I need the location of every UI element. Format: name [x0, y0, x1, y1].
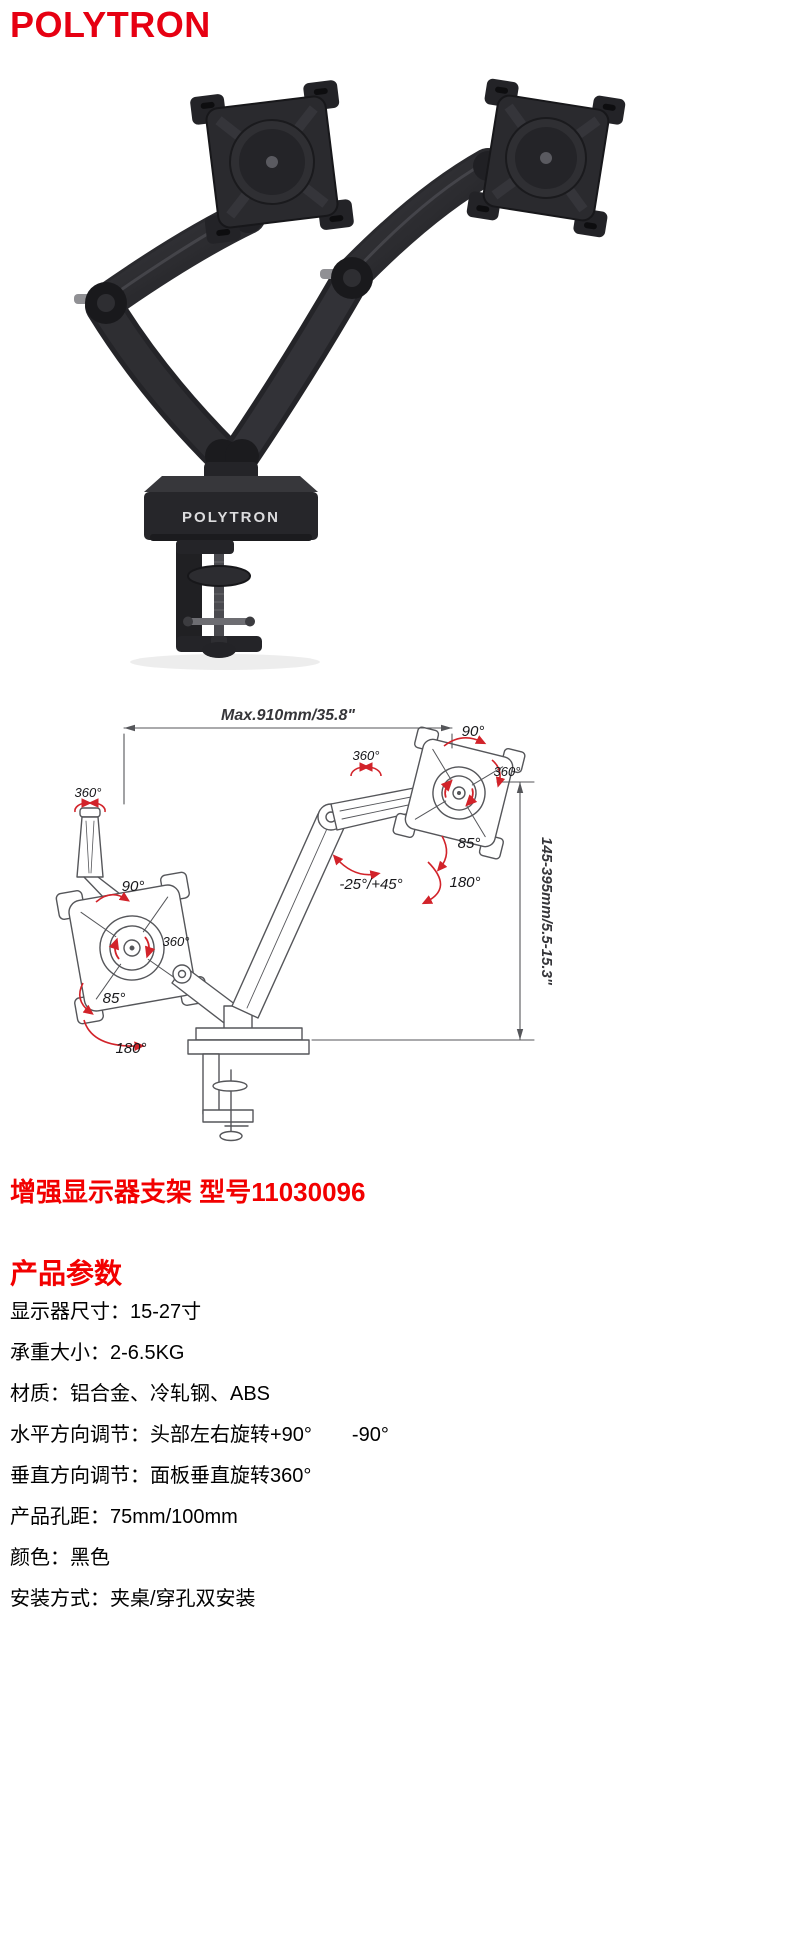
height-dimension-label: 145-395mm/5.5-15.3" — [538, 837, 555, 986]
width-dimension — [123, 724, 453, 805]
right-lower-arm-outline — [231, 803, 345, 1019]
dimension-diagram: Max.910mm/35.8" 145-395mm/5.5-15.3" 90° … — [0, 690, 800, 1170]
angle-label-left-plate-rotate: 360° — [163, 934, 190, 949]
gas-spring-arm-right — [221, 148, 506, 475]
angle-label-right-tilt-up: 85° — [458, 835, 481, 852]
spec-monitor-size: 显示器尺寸：15-27寸 — [10, 1301, 202, 1323]
left-link-arm-outline — [171, 964, 241, 1027]
angle-arrows — [74, 735, 506, 1052]
spec-material: 材质：铝合金、冷轧钢、ABS — [10, 1383, 271, 1405]
product-title: 增强显示器支架 型号11030096 — [10, 1177, 366, 1207]
elbow-joint-right — [320, 257, 373, 299]
spec-horizontal-adjust: 水平方向调节：头部左右旋转+90° -90° — [10, 1424, 389, 1446]
left-arm-column-outline — [76, 807, 121, 901]
spec-list: 显示器尺寸：15-27寸 承重大小：2-6.5KG 材质：铝合金、冷轧钢、ABS… — [10, 1292, 770, 1620]
floor-shadow — [130, 654, 320, 670]
right-vesa-plate-outline — [392, 726, 526, 860]
product-photo: POLYTRON — [0, 70, 800, 670]
spec-mounting: 安装方式：夹桌/穿孔双安装 — [10, 1588, 256, 1610]
base-logo-text: POLYTRON — [182, 509, 280, 526]
section-title-specs: 产品参数 — [10, 1258, 123, 1289]
spec-vertical-adjust: 垂直方向调节：面板垂直旋转360° — [10, 1465, 312, 1487]
spec-load-capacity: 承重大小：2-6.5KG — [10, 1342, 185, 1364]
base-block: POLYTRON — [144, 476, 318, 541]
spec-hole-pitch: 产品孔距：75mm/100mm — [10, 1506, 238, 1528]
base-clamp-outline — [187, 1005, 310, 1142]
gas-spring-arm-left — [85, 198, 266, 475]
desk-clamp — [176, 540, 262, 658]
angle-label-right-tilt-down: 180° — [449, 874, 480, 891]
angle-label-left-top-swivel: 360° — [75, 785, 102, 800]
brand-logo: POLYTRON — [10, 4, 211, 45]
angle-label-arm-range: -25°/+45° — [339, 876, 402, 893]
product-photo-svg: POLYTRON — [74, 78, 626, 670]
angle-label-top-right-swivel: 90° — [462, 723, 485, 740]
angle-label-right-arm-swivel: 360° — [353, 748, 380, 763]
angle-label-left-tilt-up: 85° — [103, 990, 126, 1007]
angle-label-left-head-swivel: 90° — [122, 878, 145, 895]
elbow-joint-left — [74, 282, 127, 324]
spec-color: 颜色：黑色 — [10, 1547, 110, 1569]
vesa-plate-right — [466, 78, 626, 238]
width-dimension-label: Max.910mm/35.8" — [221, 707, 355, 724]
vesa-plate-left — [190, 80, 354, 244]
angle-label-left-tilt-down: 180° — [115, 1040, 146, 1057]
dimension-diagram-svg: Max.910mm/35.8" 145-395mm/5.5-15.3" 90° … — [55, 707, 555, 1142]
angle-label-right-plate-rotate: 360° — [494, 764, 521, 779]
